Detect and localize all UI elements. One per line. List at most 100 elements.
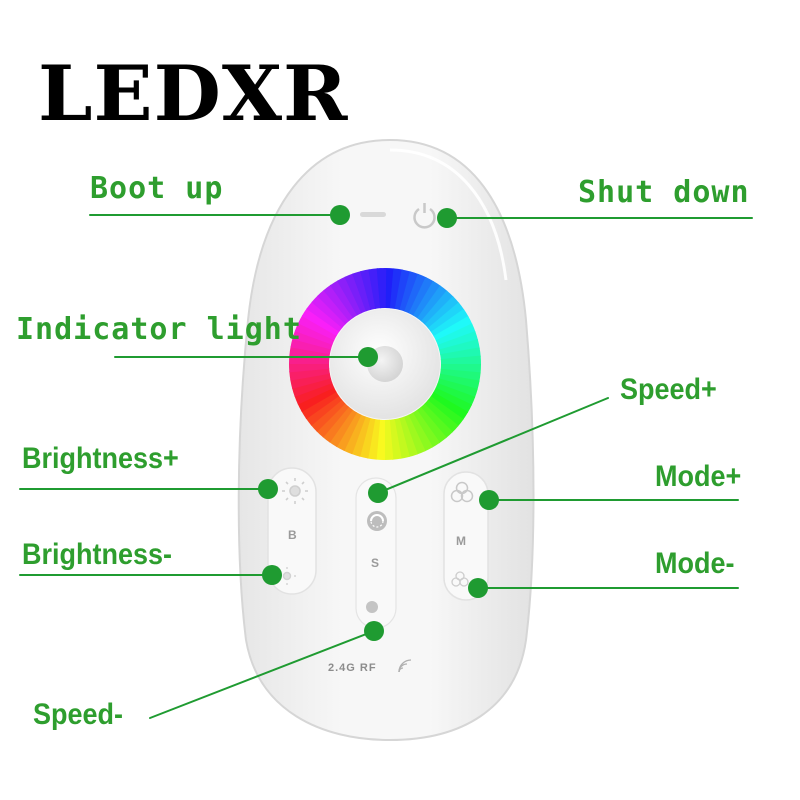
mode-minus-label: Mode-: [655, 547, 735, 580]
color-wheel-segment[interactable]: [297, 314, 337, 341]
sun-small-icon[interactable]: [278, 567, 296, 585]
color-wheel-segment[interactable]: [343, 414, 366, 455]
color-wheel-segment[interactable]: [438, 373, 480, 391]
color-wheel-segment[interactable]: [344, 273, 367, 314]
boot-up-button[interactable]: [360, 212, 386, 217]
rf-mark: 2.4G RF: [328, 662, 377, 674]
color-wheel-segment[interactable]: [433, 316, 473, 341]
color-wheel-segment[interactable]: [420, 403, 453, 439]
callout-dot-brightness-minus: [262, 565, 282, 585]
color-wheel-segment[interactable]: [435, 383, 476, 406]
indicator-light-label: Indicator light: [16, 312, 302, 347]
color-wheel-segment[interactable]: [435, 323, 476, 346]
color-wheel-segment[interactable]: [416, 406, 447, 444]
power-icon[interactable]: [413, 203, 436, 229]
boot-up-label: Boot up: [90, 171, 224, 206]
color-wheel-segment[interactable]: [294, 322, 335, 345]
color-wheel-segment[interactable]: [424, 296, 460, 329]
color-wheel-segment[interactable]: [420, 290, 454, 325]
color-wheel-segment[interactable]: [328, 409, 357, 448]
color-wheel-segment[interactable]: [385, 268, 395, 309]
color-wheel-segment[interactable]: [439, 339, 480, 355]
speed-icon[interactable]: [367, 511, 387, 531]
mode-caption: M: [456, 534, 466, 548]
color-wheel-segment[interactable]: [440, 364, 481, 374]
color-wheel-segment[interactable]: [398, 416, 418, 458]
mode-key: [443, 471, 489, 601]
callout-dot-mode-plus: [479, 490, 499, 510]
color-wheel-segment[interactable]: [412, 409, 441, 448]
color-wheel-segment[interactable]: [433, 387, 473, 414]
sun-icon[interactable]: [282, 478, 308, 504]
color-wheel-segment[interactable]: [430, 392, 469, 421]
color-wheel-segment[interactable]: [440, 368, 481, 382]
callout-dot-indicator: [358, 347, 378, 367]
color-wheel-segment[interactable]: [430, 308, 469, 337]
color-wheel[interactable]: [289, 268, 482, 461]
color-wheel-segment[interactable]: [404, 273, 427, 314]
color-wheel-segment[interactable]: [290, 373, 331, 389]
color-wheel-segment[interactable]: [290, 337, 332, 355]
color-wheel-segment[interactable]: [408, 412, 433, 452]
speed-minus-icon[interactable]: [366, 601, 378, 613]
color-wheel-segment[interactable]: [317, 289, 350, 325]
color-wheel-segment[interactable]: [305, 395, 343, 426]
color-wheel-segment[interactable]: [440, 355, 482, 366]
color-wheel-segment[interactable]: [427, 396, 464, 427]
callout-dot-boot-up: [330, 205, 350, 225]
color-wheel-segment[interactable]: [417, 285, 448, 322]
brightness-minus-label: Brightness-: [22, 538, 173, 571]
color-wheel-segment[interactable]: [301, 307, 340, 336]
color-wheel-segment[interactable]: [408, 276, 435, 316]
color-wheel-segment[interactable]: [427, 302, 465, 333]
color-wheel-segment[interactable]: [289, 362, 330, 373]
brand-logo: LEDXR: [38, 49, 349, 138]
color-wheel-segment[interactable]: [394, 418, 410, 459]
leader-line-speed-plus: [377, 397, 609, 494]
color-wheel-segment[interactable]: [375, 419, 385, 461]
color-wheel-segment[interactable]: [329, 280, 358, 319]
color-wheel-segment[interactable]: [291, 377, 333, 397]
color-circles-small-icon[interactable]: [451, 571, 469, 587]
wifi-signal-icon: [398, 659, 412, 673]
speed-caption: S: [371, 556, 380, 570]
color-wheel-segment[interactable]: [301, 391, 340, 420]
color-wheel-segment[interactable]: [292, 329, 333, 350]
color-wheel-segment[interactable]: [389, 268, 403, 309]
color-wheel-segment[interactable]: [306, 301, 343, 332]
color-circles-icon[interactable]: [450, 481, 474, 503]
color-wheel-segment[interactable]: [367, 419, 381, 460]
mode-plus-label: Mode+: [655, 460, 742, 493]
color-wheel-segment[interactable]: [350, 416, 371, 457]
color-wheel-segment[interactable]: [294, 382, 335, 405]
color-wheel-segment[interactable]: [376, 268, 387, 309]
leader-line-speed-minus: [149, 630, 375, 719]
color-wheel-segment[interactable]: [437, 331, 479, 351]
color-wheel-segment[interactable]: [310, 399, 346, 432]
color-wheel-segment[interactable]: [316, 403, 350, 438]
color-wheel-segment[interactable]: [399, 271, 420, 312]
color-wheel-segment[interactable]: [358, 417, 376, 459]
color-wheel-segment[interactable]: [424, 399, 459, 433]
color-wheel-segment[interactable]: [437, 378, 478, 399]
color-wheel-segment[interactable]: [297, 387, 337, 412]
color-wheel-segment[interactable]: [360, 269, 376, 310]
callout-dot-mode-minus: [468, 578, 488, 598]
shut-down-label: Shut down: [578, 175, 750, 210]
color-wheel-segment[interactable]: [289, 346, 330, 360]
color-wheel-segment[interactable]: [394, 269, 412, 311]
color-wheel-segment[interactable]: [403, 414, 426, 455]
color-wheel-segment[interactable]: [322, 406, 353, 443]
speed-minus-label: Speed-: [33, 698, 124, 731]
brightness-plus-label: Brightness+: [22, 442, 179, 475]
color-wheel-segment[interactable]: [413, 280, 442, 319]
color-wheel-segment[interactable]: [337, 276, 362, 316]
color-wheel-segment[interactable]: [335, 412, 362, 452]
color-wheel-segment[interactable]: [311, 295, 346, 329]
color-wheel-segment[interactable]: [323, 284, 354, 322]
color-wheel-segment[interactable]: [383, 419, 394, 460]
speed-plus-label: Speed+: [620, 373, 717, 406]
color-wheel-segment[interactable]: [352, 270, 372, 312]
